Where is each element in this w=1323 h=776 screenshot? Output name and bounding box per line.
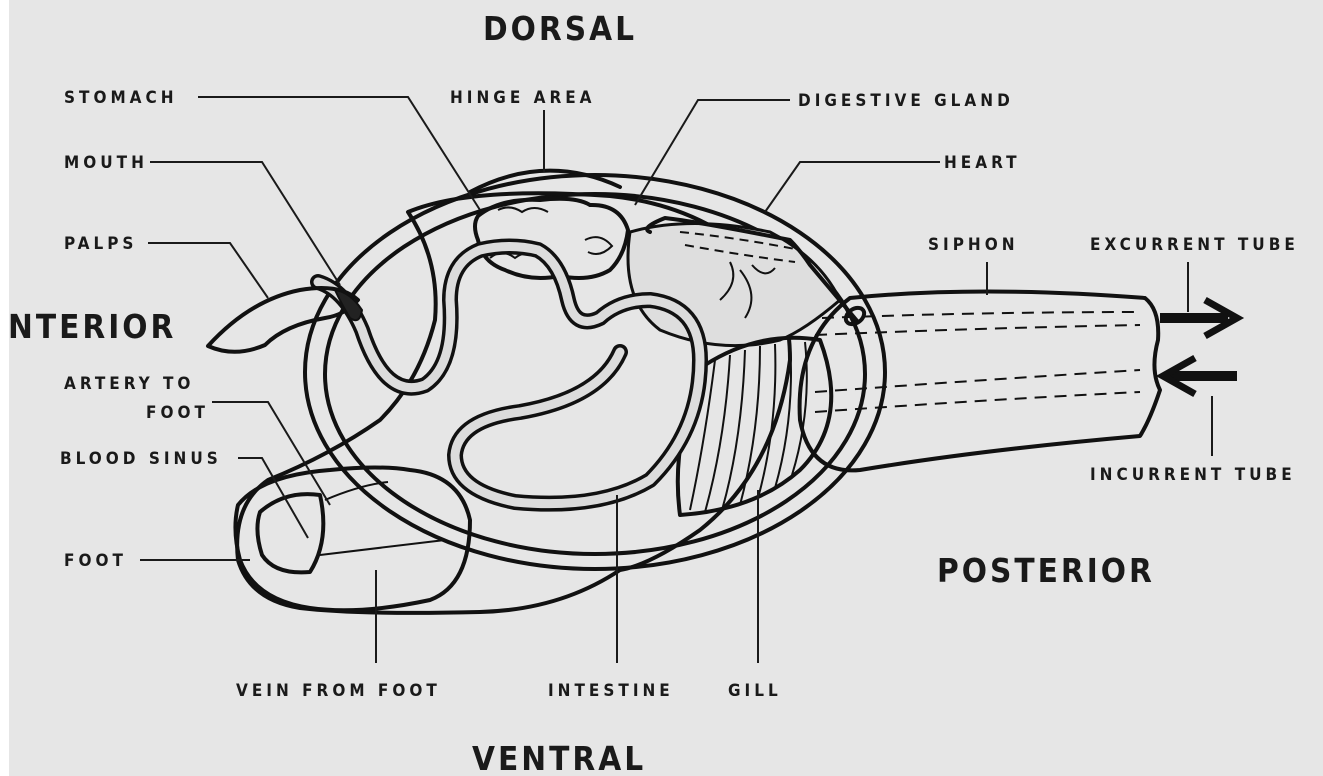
incurrent-arrow-icon xyxy=(1163,358,1237,394)
label-siphon: SIPHON xyxy=(928,235,1019,255)
label-palps: PALPS xyxy=(64,234,137,254)
label-stomach: STOMACH xyxy=(64,88,178,108)
label-artery-to-foot-1: ARTERY TO xyxy=(64,374,194,394)
label-intestine: INTESTINE xyxy=(548,681,674,701)
label-incurrent-tube: INCURRENT TUBE xyxy=(1090,465,1296,485)
label-foot: FOOT xyxy=(64,551,127,571)
label-mouth: MOUTH xyxy=(64,153,148,173)
label-posterior: POSTERIOR xyxy=(937,551,1155,590)
label-heart: HEART xyxy=(944,153,1021,173)
excurrent-arrow-icon xyxy=(1160,300,1237,336)
label-dorsal: DORSAL xyxy=(483,9,637,48)
heart-region xyxy=(628,224,840,346)
shell xyxy=(305,171,885,569)
label-excurrent-tube: EXCURRENT TUBE xyxy=(1090,235,1299,255)
foot xyxy=(235,468,470,611)
label-digestive-gland: DIGESTIVE GLAND xyxy=(798,91,1014,111)
label-hinge-area: HINGE AREA xyxy=(450,88,596,108)
label-blood-sinus: BLOOD SINUS xyxy=(60,449,222,469)
label-gill: GILL xyxy=(728,681,782,701)
label-ventral: VENTRAL xyxy=(472,739,646,776)
label-artery-to-foot-2: FOOT xyxy=(146,403,209,423)
label-anterior: NTERIOR xyxy=(8,307,176,346)
label-vein-from-foot: VEIN FROM FOOT xyxy=(236,681,441,701)
